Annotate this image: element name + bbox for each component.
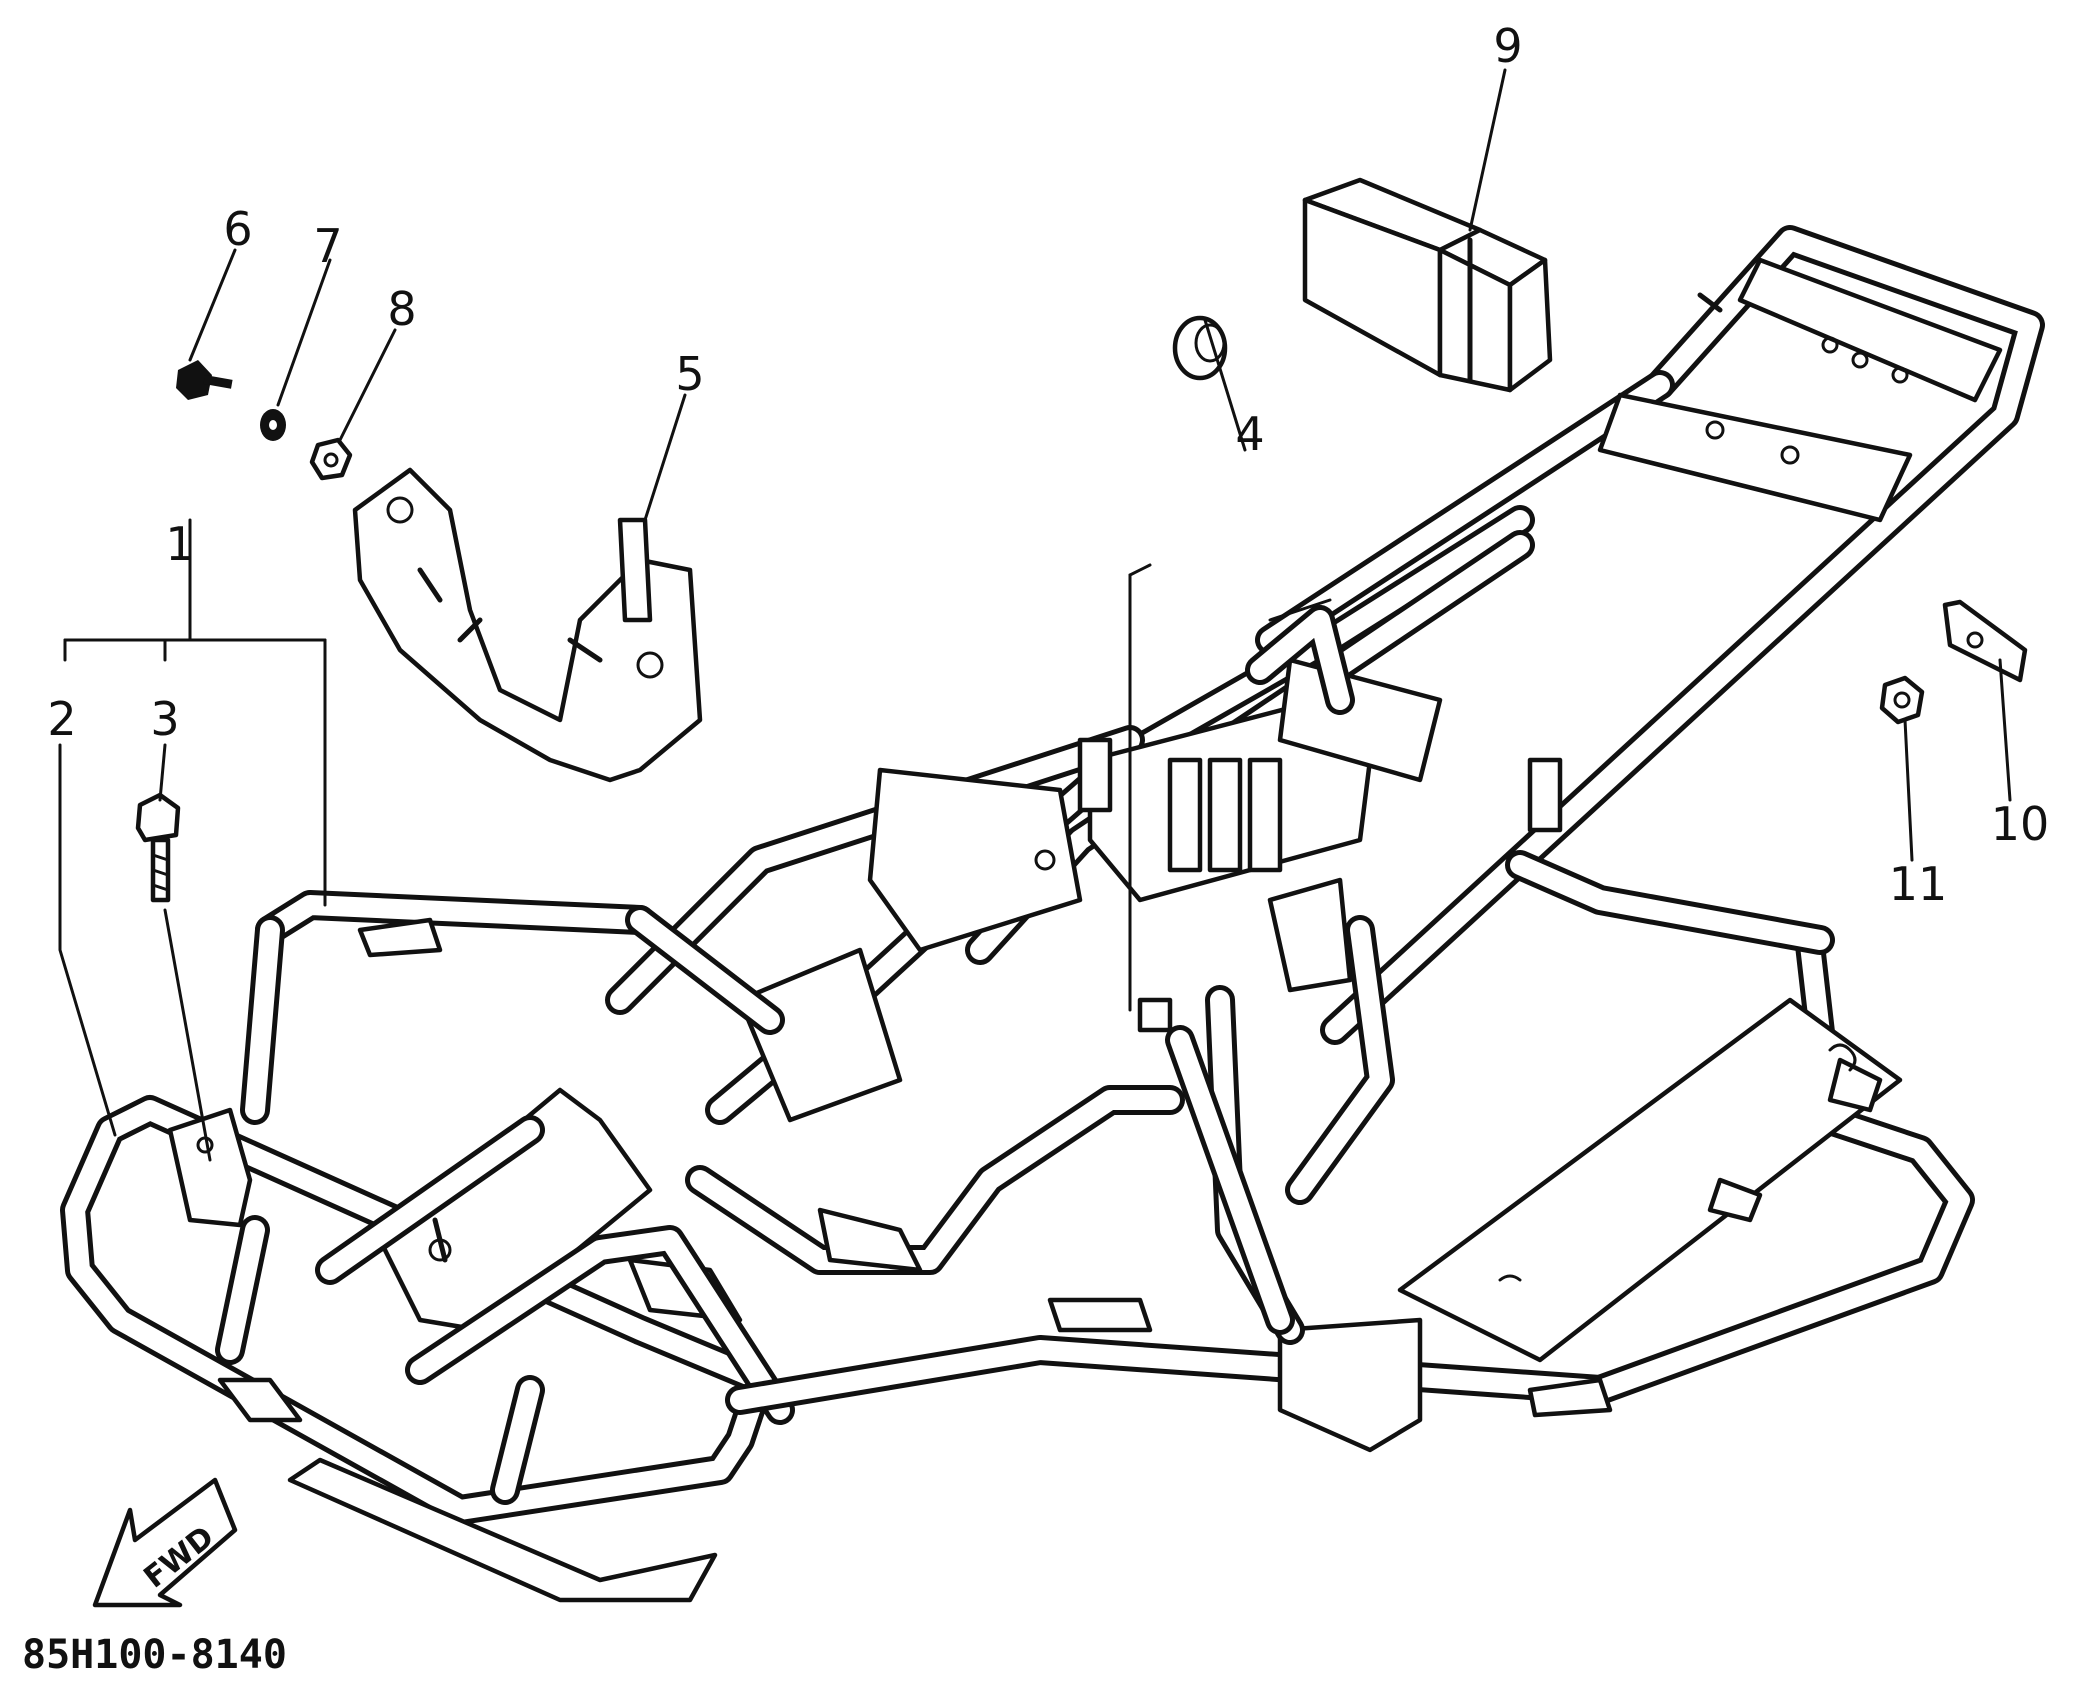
callout-2: 2 [47,692,76,746]
part-8-nut [309,437,353,481]
part-6-bolt [176,360,233,400]
frame-assembly [60,225,2045,1603]
callout-11: 11 [1889,857,1948,911]
footrest-frame [725,850,1975,1453]
part-7-washer [260,409,286,441]
callout-4: 4 [1235,407,1264,461]
part-11-nut [1879,675,1925,725]
callout-3: 3 [150,692,179,746]
callout-10: 10 [1991,797,2050,851]
forward-arrow: FWD [92,1477,238,1608]
part-3-bolt [135,792,181,903]
center-stays [1077,598,1563,1033]
diagram-code: 85H100-8140 [22,1632,287,1678]
callout-5: 5 [675,347,704,401]
engine-mount-area [737,657,1443,1123]
callout-labels: 1 2 3 4 5 6 7 8 9 10 11 [47,19,2049,911]
part-10-plate [1942,599,2028,683]
part-4-grommet [1172,315,1228,381]
callout-9: 9 [1493,19,1522,73]
part-9-block [1302,177,1553,393]
callout-7: 7 [313,219,342,273]
part-5-bracket [352,467,703,783]
callout-8: 8 [387,282,416,336]
rear-rack [1255,225,2045,1045]
front-down-tubes [315,1085,1185,1425]
callout-1: 1 [165,517,194,571]
callout-6: 6 [223,202,252,256]
leader-lines [58,68,2012,1162]
